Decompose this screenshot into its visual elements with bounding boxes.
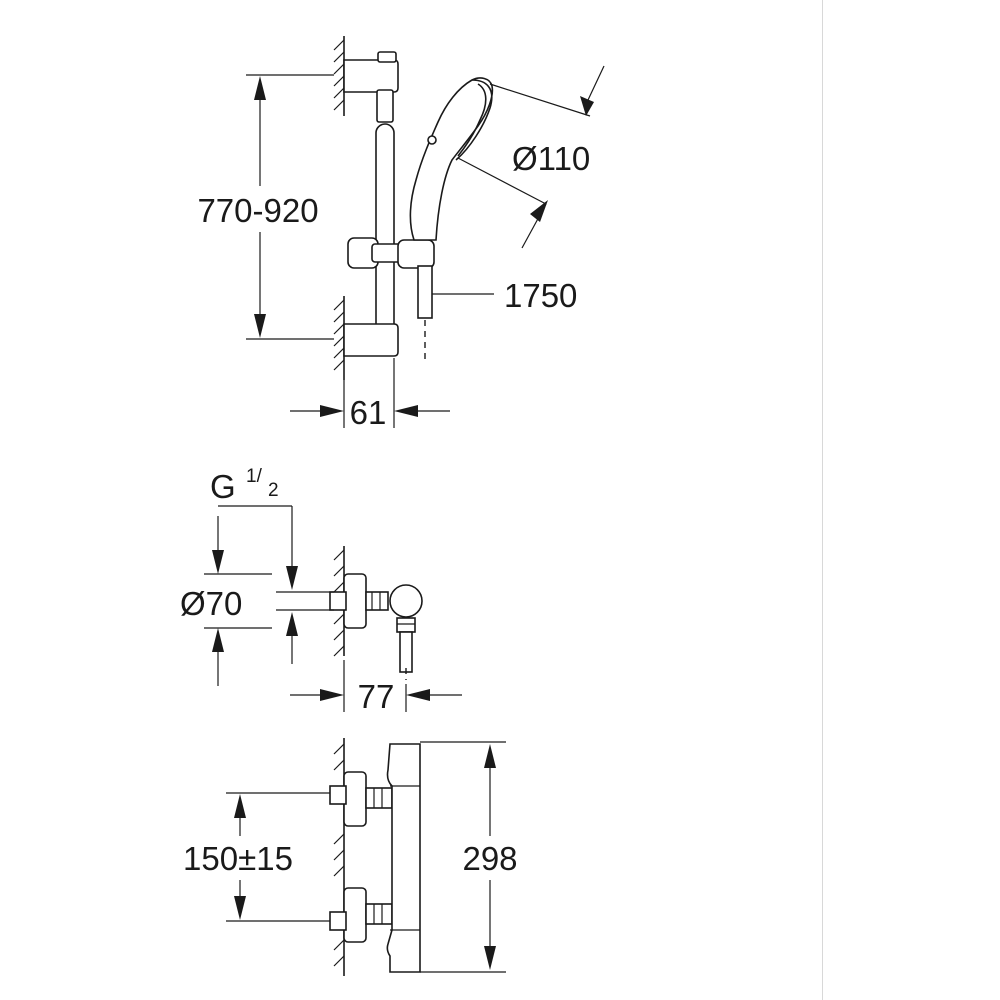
handshower-spray-face [457, 83, 487, 157]
dim-rail-offset: 61 [290, 358, 450, 431]
lower-connector [365, 903, 393, 925]
mixer-side-view: G 1/ 2 Ø70 [180, 466, 462, 715]
escutcheon-diameter-label: Ø70 [180, 585, 242, 622]
side-escutcheon [343, 573, 367, 629]
wall-hatch-mixer-front [333, 738, 345, 976]
upper-connector [365, 787, 393, 809]
inlet-centers-label: 150±15 [183, 840, 293, 877]
upper-escutcheon [343, 771, 367, 827]
lower-inlet-nut [329, 911, 347, 931]
thread-fraction-sub: 2 [268, 480, 279, 501]
dim-mixer-projection: 77 [290, 660, 462, 715]
rail-height-label: 770-920 [197, 192, 318, 229]
side-outlet-nut [396, 617, 416, 633]
rail-upper-segment [376, 89, 394, 123]
side-hose-stub [399, 631, 413, 673]
wall-hatch-top [333, 36, 345, 116]
mixer-projection-label: 77 [358, 678, 395, 715]
top-rail-cap [377, 51, 397, 63]
handshower [409, 77, 494, 241]
bottom-rail-bracket [343, 323, 399, 357]
rail-slider-holder [397, 239, 435, 269]
wall-hatch-bottom [333, 296, 345, 380]
lower-escutcheon [343, 887, 367, 943]
upper-inlet-nut [329, 785, 347, 805]
handshower-button [427, 135, 437, 145]
hose-length-label: 1750 [504, 277, 577, 314]
page-divider-line [822, 0, 823, 1000]
side-connector [365, 591, 389, 611]
dim-hose-length: 1750 [432, 277, 577, 314]
rail-offset-label: 61 [350, 394, 387, 431]
shower-rail-tube [375, 123, 395, 337]
thread-letter: G [210, 468, 236, 505]
thermostat-mixer-body [386, 743, 421, 973]
handshower-face [455, 79, 493, 161]
handshower-diameter-label: Ø110 [512, 140, 590, 177]
dim-body-length: 298 [420, 741, 518, 973]
dim-handshower-diameter: Ø110 [457, 65, 605, 249]
shower-hose [417, 265, 433, 319]
dim-rail-height: 770-920 [197, 74, 334, 340]
shower-rail-set: 770-920 Ø110 1750 61 [197, 36, 605, 431]
side-inlet-nut [329, 591, 347, 611]
side-mixer-body [389, 584, 423, 618]
mixer-front-view: 150±15 298 [183, 738, 518, 976]
connection-thread-label: G 1/ 2 [210, 466, 334, 664]
dim-escutcheon-diameter: Ø70 [180, 516, 272, 686]
body-length-label: 298 [462, 840, 517, 877]
top-rail-bracket [343, 59, 399, 93]
dim-inlet-centers: 150±15 [183, 792, 330, 922]
thread-fraction: 1/ [246, 466, 263, 487]
